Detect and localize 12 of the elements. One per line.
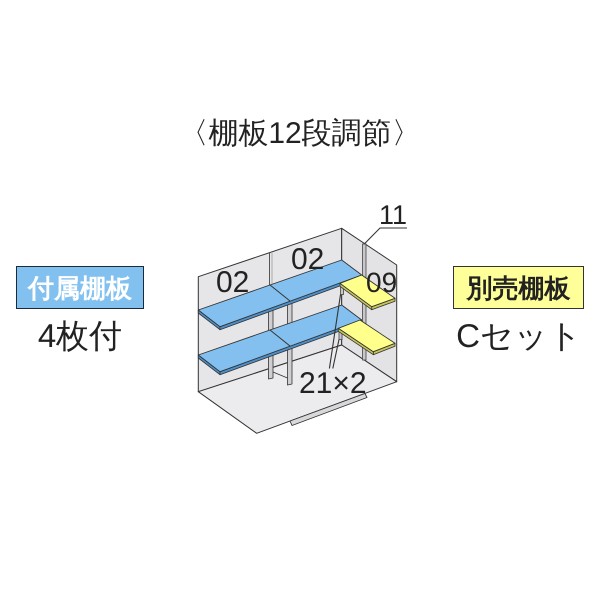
callout-number: 11 bbox=[379, 202, 408, 228]
caption-text: Cセット bbox=[455, 319, 583, 352]
leader-line bbox=[364, 227, 408, 244]
callout-number: 09 bbox=[366, 269, 398, 297]
label-tag: 別売棚板 bbox=[453, 266, 584, 309]
caption-text: 4枚付 bbox=[36, 319, 124, 352]
label-tag: 付属棚板 bbox=[16, 266, 144, 309]
callout-number: 02 bbox=[291, 244, 324, 274]
leader-line bbox=[332, 339, 340, 369]
callout-number: 02 bbox=[216, 268, 250, 298]
title: 〈棚板12段調節〉 bbox=[177, 119, 423, 149]
callout-number: 21×2 bbox=[299, 368, 367, 398]
